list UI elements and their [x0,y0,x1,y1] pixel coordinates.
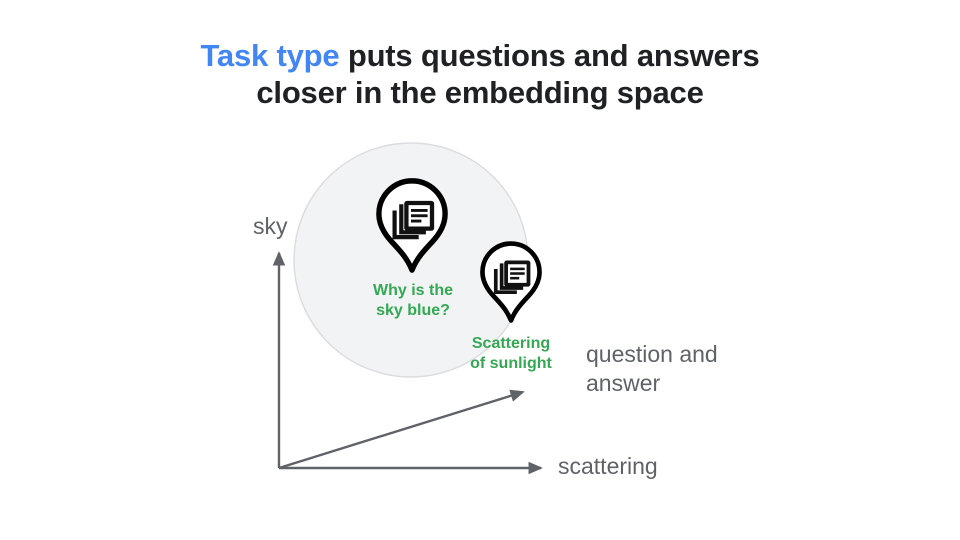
title-accent-text: Task type [200,38,340,73]
page-title: Task type puts questions and answers clo… [0,38,960,111]
axis-label-sky: sky [253,213,288,239]
answer-pin-label: Scattering of sunlight [470,335,552,373]
axis-diagonal-question-answer [278,389,525,470]
title-line-1-rest: puts questions and answers [339,38,760,73]
question-pin-label: Why is the sky blue? [372,282,453,320]
title-line-2: closer in the embedding space [256,74,704,110]
title-line-1: Task type puts questions and answers [0,38,960,75]
axis-label-scattering: scattering [558,453,658,479]
axis-label-question-and-answer: question and answer [586,341,718,397]
